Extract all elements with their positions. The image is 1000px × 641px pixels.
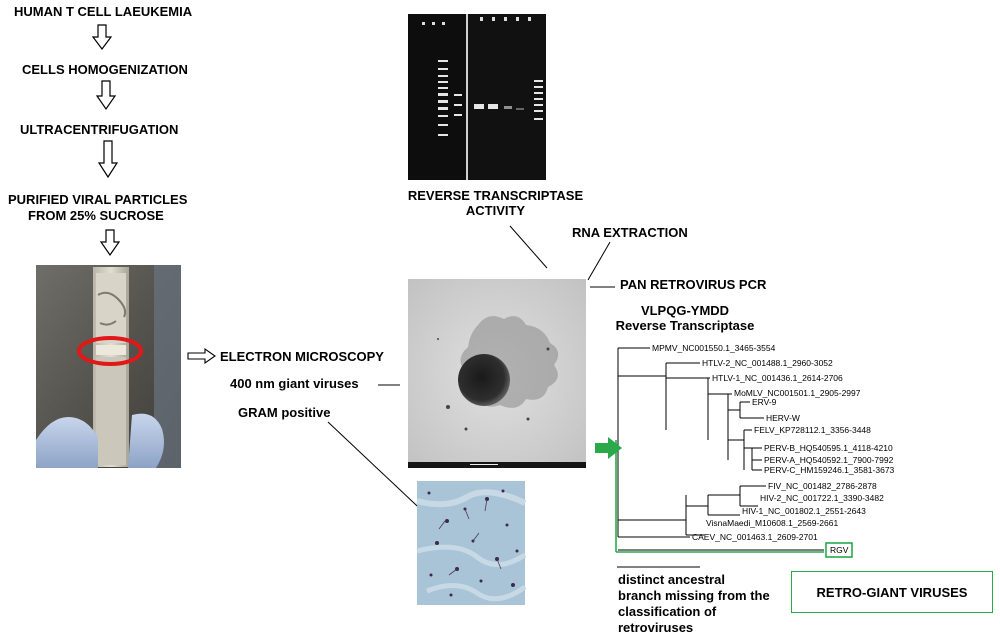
rgv-highlight-box [825,542,853,558]
electron-microscopy-image [408,279,586,468]
tree-leaf-rgv: RGV [830,545,849,555]
reverse-transcriptase-line2: ACTIVITY [465,203,526,218]
distinct-ancestral-text: distinct ancestral branch missing from t… [618,572,770,636]
tree-leaf-perv-a: PERV-A_HQ540592.1_7900-7992 [764,455,894,465]
distinct-line1: distinct ancestral [618,572,725,587]
tree-leaf-perv-c: PERV-C_HM159246.1_3581-3673 [764,465,895,475]
down-arrow-icon [95,80,117,111]
tree-leaf-caev: CAEV_NC_001463.1_2609-2701 [692,532,818,542]
phylogenetic-tree: MPMV_NC001550.1_3465-3554 HTLV-2_NC_0014… [615,343,895,558]
rna-extraction-label: RNA EXTRACTION [572,225,688,240]
pan-retrovirus-pcr-label: PAN RETROVIRUS PCR [620,277,767,292]
tree-leaf-visnamaedi: VisnaMaedi_M10608.1_2569-2661 [706,518,838,528]
tree-leaf-felv: FELV_KP728112.1_3356-3448 [754,425,871,435]
ultracentrifuge-tube-photo [36,265,181,468]
step-ultracentrifugation: ULTRACENTRIFUGATION [20,122,179,137]
step-purified-viral-particles: PURIFIED VIRAL PARTICLES [8,192,188,207]
gram-stain-image [416,481,527,605]
vlpqg-line1: VLPQG-YMDD [640,303,730,318]
gram-positive-label: GRAM positive [238,405,331,420]
step-sucrose: FROM 25% SUCROSE [28,208,164,223]
vlpqg-line2: Reverse Transcriptase [615,318,755,333]
green-arrow-icon [595,437,622,459]
tree-leaf-mpmv: MPMV_NC001550.1_3465-3554 [652,343,776,353]
retro-giant-viruses-box: RETRO-GIANT VIRUSES [791,571,993,613]
tree-leaf-hiv-2: HIV-2_NC_001722.1_3390-3482 [760,493,884,503]
distinct-line2: branch missing from the [618,588,770,603]
down-arrow-icon [97,140,119,179]
gel-electrophoresis-image [408,14,546,180]
electron-microscopy-label: ELECTRON MICROSCOPY [220,349,384,364]
down-arrow-icon [99,229,121,257]
tree-leaf-hiv-1: HIV-1_NC_001802.1_2551-2643 [742,506,866,516]
tree-leaf-htlv-2: HTLV-2_NC_001488.1_2960-3052 [702,358,833,368]
distinct-line3: classification of [618,604,717,619]
tree-leaf-perv-b: PERV-B_HQ540595.1_4118-4210 [764,443,893,453]
right-arrow-icon [187,347,216,365]
distinct-line4: retroviruses [618,620,694,635]
reverse-transcriptase-label: REVERSE TRANSCRIPTASE ACTIVITY [398,188,593,218]
tree-leaf-herv-w: HERV-W [766,413,800,423]
down-arrow-icon [91,24,113,50]
step-cells-homogenization: CELLS HOMOGENIZATION [22,62,188,77]
tree-leaf-momlv: MoMLV_NC001501.1_2905-2997 [734,388,861,398]
step-human-t-cell: HUMAN T CELL LAEUKEMIA [14,4,193,19]
retro-giant-viruses-label: RETRO-GIANT VIRUSES [816,584,968,600]
giant-viruses-label: 400 nm giant viruses [230,376,359,391]
reverse-transcriptase-line1: REVERSE TRANSCRIPTASE [407,188,584,203]
vlpqg-ymdd-label: VLPQG-YMDD Reverse Transcriptase [600,303,770,333]
tree-leaf-erv-9: ERV-9 [752,397,777,407]
tree-leaf-fiv: FIV_NC_001482_2786-2878 [768,481,877,491]
tree-leaf-htlv-1: HTLV-1_NC_001436.1_2614-2706 [712,373,843,383]
